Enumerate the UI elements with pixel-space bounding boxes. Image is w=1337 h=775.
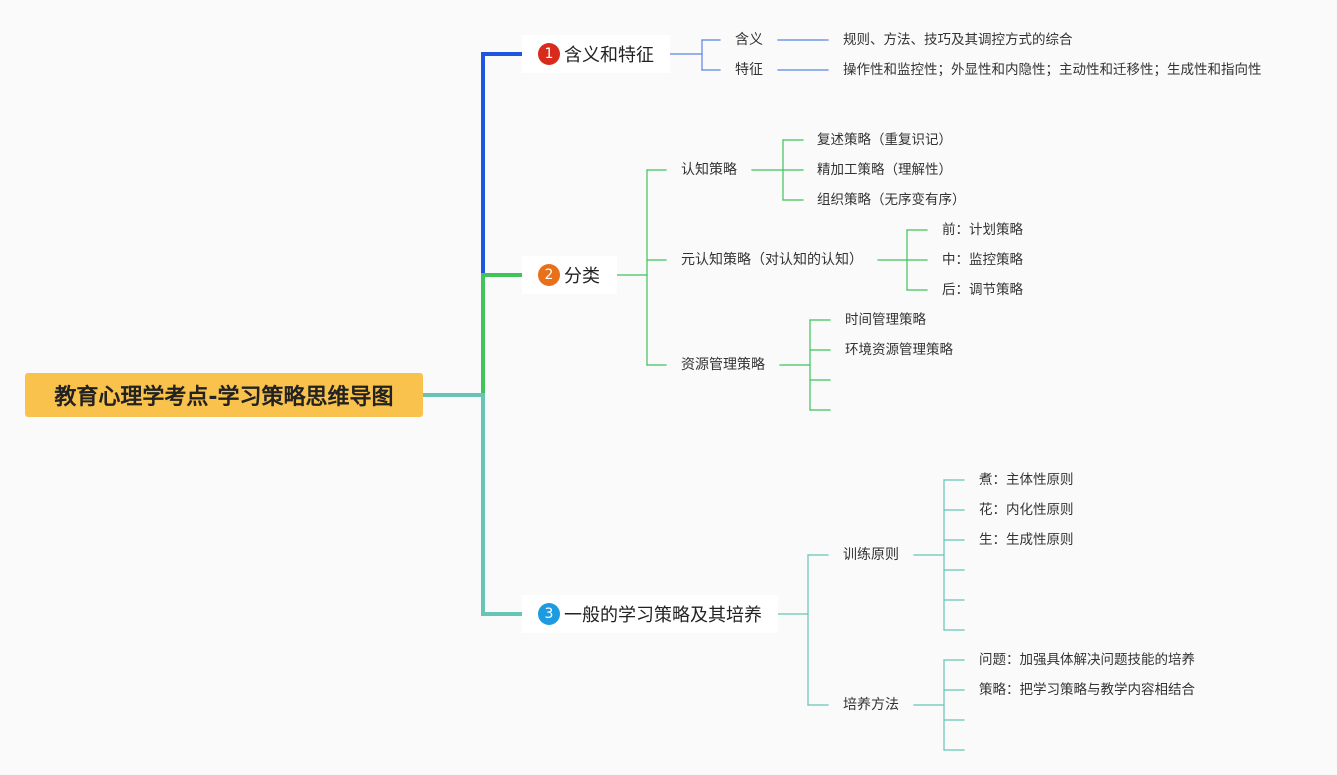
- leaf-monitoring[interactable]: 中：监控策略: [942, 252, 1023, 268]
- leaf-elaboration[interactable]: 精加工策略（理解性）: [817, 162, 952, 178]
- branch-meaning-features[interactable]: 1 含义和特征: [522, 35, 670, 73]
- connector-root-b2: [421, 273, 524, 397]
- branch-title: 分类: [564, 266, 600, 287]
- root-topic[interactable]: 教育心理学考点-学习策略思维导图: [25, 373, 423, 417]
- leaf-rehearsal[interactable]: 复述策略（重复识记）: [817, 132, 952, 148]
- topic-meaning[interactable]: 含义: [735, 32, 763, 48]
- leaf-environment-management[interactable]: 环境资源管理策略: [845, 342, 953, 358]
- connector-root-b1: [421, 52, 524, 397]
- leaf-internalization-principle[interactable]: 花：内化性原则: [979, 502, 1074, 518]
- branch-title: 含义和特征: [564, 45, 654, 66]
- number-3-icon: 3: [538, 603, 560, 625]
- leaf-features-list[interactable]: 操作性和监控性；外显性和内隐性；主动性和迁移性；生成性和指向性: [843, 62, 1262, 78]
- topic-features[interactable]: 特征: [735, 62, 763, 78]
- topic-cognitive-strategy[interactable]: 认知策略: [681, 162, 737, 178]
- branch-title: 一般的学习策略及其培养: [564, 605, 762, 626]
- number-1-icon: 1: [538, 43, 560, 65]
- connector-root-b3: [421, 393, 524, 616]
- topic-resource-management[interactable]: 资源管理策略: [681, 357, 765, 373]
- leaf-subjectivity-principle[interactable]: 煮：主体性原则: [979, 472, 1074, 488]
- branch-general-strategy[interactable]: 3 一般的学习策略及其培养: [522, 595, 778, 633]
- topic-training-principles[interactable]: 训练原则: [843, 547, 899, 563]
- leaf-regulation[interactable]: 后：调节策略: [942, 282, 1023, 298]
- leaf-time-management[interactable]: 时间管理策略: [845, 312, 926, 328]
- leaf-planning[interactable]: 前：计划策略: [942, 222, 1023, 238]
- leaf-organization[interactable]: 组织策略（无序变有序）: [817, 192, 966, 208]
- number-2-icon: 2: [538, 264, 560, 286]
- leaf-strategy-content[interactable]: 策略：把学习策略与教学内容相结合: [979, 682, 1195, 698]
- leaf-problem-skills[interactable]: 问题：加强具体解决问题技能的培养: [979, 652, 1195, 668]
- topic-metacognitive-strategy[interactable]: 元认知策略（对认知的认知）: [681, 252, 863, 268]
- leaf-meaning-definition[interactable]: 规则、方法、技巧及其调控方式的综合: [843, 32, 1073, 48]
- leaf-generative-principle[interactable]: 生：生成性原则: [979, 532, 1074, 548]
- topic-cultivation-methods[interactable]: 培养方法: [843, 697, 899, 713]
- branch-classification[interactable]: 2 分类: [522, 256, 617, 294]
